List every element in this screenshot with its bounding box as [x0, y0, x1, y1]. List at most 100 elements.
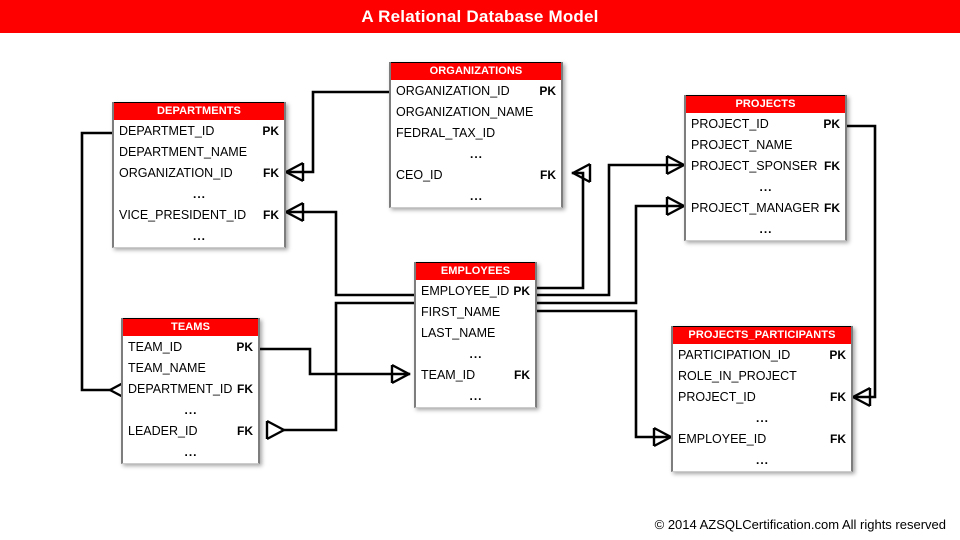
field-name: DEPARTMENT_ID [128, 382, 233, 396]
field-name: DEPARTMENT_NAME [119, 145, 248, 159]
field-row-ellipsis: ... [686, 177, 845, 198]
entity-employees-title: EMPLOYEES [416, 262, 535, 280]
field-key: PK [823, 117, 840, 131]
wire-employees-participants [535, 309, 673, 439]
wire-employees-departments-vp [284, 210, 416, 297]
field-name: FEDRAL_TAX_ID [396, 126, 496, 140]
page-title: A Relational Database Model [361, 7, 599, 26]
field-name: TEAM_ID [421, 368, 476, 382]
field-key: PK [513, 284, 530, 298]
field-name: TEAM_NAME [128, 361, 206, 375]
field-row[interactable]: ORGANIZATION_NAME [391, 102, 561, 123]
title-bar: A Relational Database Model [0, 0, 960, 33]
field-name: ... [469, 389, 483, 403]
field-row[interactable]: LAST_NAME [416, 323, 535, 344]
field-name: VICE_PRESIDENT_ID [119, 208, 247, 222]
entity-teams-title: TEAMS [123, 318, 258, 336]
field-row-ellipsis: ... [673, 450, 851, 471]
field-name: LAST_NAME [421, 326, 496, 340]
field-key: PK [262, 124, 279, 138]
field-row[interactable]: FEDRAL_TAX_ID [391, 123, 561, 144]
field-row-ellipsis: ... [114, 226, 284, 247]
field-row[interactable]: FIRST_NAME [416, 302, 535, 323]
field-name: ORGANIZATION_ID [119, 166, 233, 180]
field-row[interactable]: VICE_PRESIDENT_ID FK [114, 205, 284, 226]
field-name: EMPLOYEE_ID [421, 284, 510, 298]
field-key: FK [830, 390, 846, 404]
crowsfoot-projects-project-manager [665, 195, 685, 217]
crowsfoot-participants-employee-id [652, 426, 672, 448]
field-row[interactable]: PROJECT_NAME [686, 135, 845, 156]
field-name: ... [469, 147, 483, 161]
crowsfoot-employees-team-id [390, 363, 410, 385]
field-name: PROJECT_NAME [691, 138, 793, 152]
field-name: ... [184, 403, 198, 417]
field-name: ... [759, 222, 773, 236]
field-name: PROJECT_SPONSER [691, 159, 818, 173]
field-row-ellipsis: ... [416, 344, 535, 365]
field-row[interactable]: ROLE_IN_PROJECT [673, 366, 851, 387]
wire-projects-participants [845, 124, 877, 399]
field-name: FIRST_NAME [421, 305, 501, 319]
field-row[interactable]: ORGANIZATION_ID FK [114, 163, 284, 184]
field-key: FK [263, 166, 279, 180]
field-name: ... [469, 189, 483, 203]
field-name: TEAM_ID [128, 340, 183, 354]
field-row[interactable]: CEO_ID FK [391, 165, 561, 186]
field-row[interactable]: DEPARTMENT_ID FK [123, 379, 258, 400]
field-name: PARTICIPATION_ID [678, 348, 791, 362]
field-row[interactable]: DEPARTMENT_NAME [114, 142, 284, 163]
field-key: FK [824, 159, 840, 173]
field-name: CEO_ID [396, 168, 443, 182]
field-key: FK [830, 432, 846, 446]
wire-organizations-departments [284, 90, 391, 174]
field-name: PROJECT_MANAGER [691, 201, 820, 215]
entity-projects-participants-title: PROJECTS_PARTICIPANTS [673, 326, 851, 344]
crowsfoot-departments-vice-president-id [285, 201, 305, 223]
field-key: FK [237, 382, 253, 396]
field-row-ellipsis: ... [416, 386, 535, 407]
field-row-ellipsis: ... [686, 219, 845, 240]
crowsfoot-participants-project-id [852, 386, 872, 408]
field-row[interactable]: PROJECT_SPONSER FK [686, 156, 845, 177]
field-key: PK [539, 84, 556, 98]
field-name: ... [192, 229, 206, 243]
field-key: FK [540, 168, 556, 182]
field-row[interactable]: PROJECT_ID FK [673, 387, 851, 408]
wire-employees-projects-manager [535, 204, 686, 305]
field-name: ... [469, 347, 483, 361]
crowsfoot-departments-organization-id [285, 161, 305, 183]
field-row-ellipsis: ... [114, 184, 284, 205]
field-row[interactable]: PROJECT_MANAGER FK [686, 198, 845, 219]
field-row-ellipsis: ... [123, 400, 258, 421]
field-row-ellipsis: ... [673, 408, 851, 429]
field-name: PROJECT_ID [678, 390, 756, 404]
field-row-ellipsis: ... [123, 442, 258, 463]
field-key: FK [263, 208, 279, 222]
crowsfoot-projects-project-sponser [665, 154, 685, 176]
wire-employees-projects-sponser [535, 163, 686, 297]
field-key: FK [824, 201, 840, 215]
field-name: ORGANIZATION_NAME [396, 105, 534, 119]
field-row[interactable]: TEAM_NAME [123, 358, 258, 379]
